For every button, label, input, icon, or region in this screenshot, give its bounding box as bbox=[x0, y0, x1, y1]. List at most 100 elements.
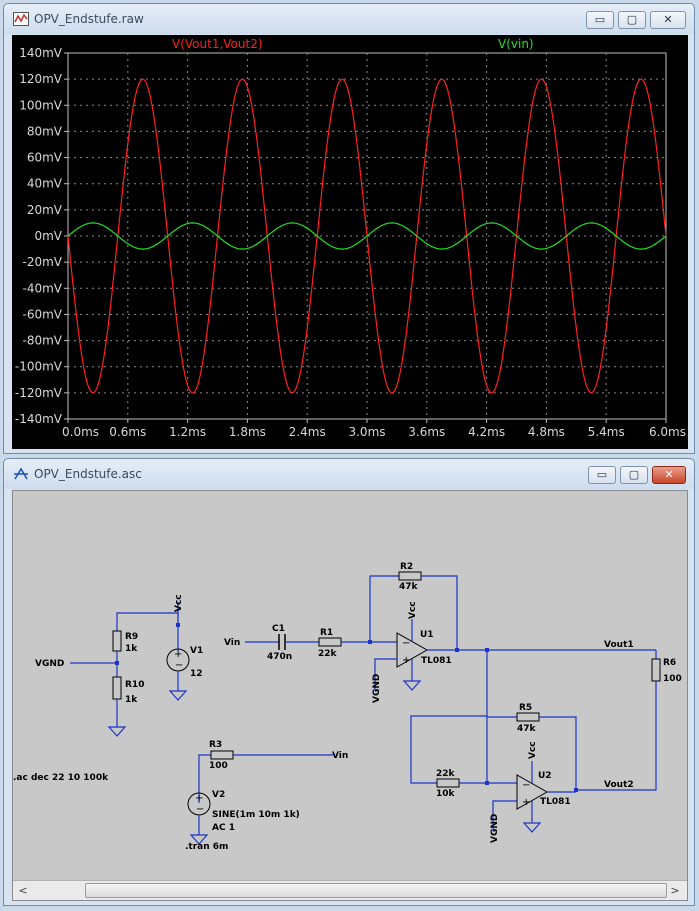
net-label-vcc: Vcc bbox=[174, 594, 184, 612]
waveform-app-icon bbox=[13, 12, 29, 26]
component-value-r5: 47k bbox=[517, 724, 537, 734]
ground-symbol-1 bbox=[107, 726, 127, 737]
wire-r2-right bbox=[421, 575, 458, 650]
svg-text:+: + bbox=[522, 797, 530, 808]
component-value-r9: 1k bbox=[125, 644, 138, 654]
wire-v2-r3 bbox=[198, 754, 211, 803]
component-name-r6: R6 bbox=[663, 658, 676, 668]
svg-text:−: − bbox=[175, 660, 183, 671]
ground-symbol-4 bbox=[522, 822, 542, 833]
scroll-left-icon[interactable]: < bbox=[18, 884, 28, 897]
component-name-r10: R10 bbox=[125, 680, 144, 690]
scroll-right-icon[interactable]: > bbox=[670, 884, 680, 897]
junction-dot bbox=[485, 781, 489, 785]
minimize-button[interactable]: ▭ bbox=[586, 11, 614, 29]
wire-vgnd3 bbox=[492, 800, 517, 831]
component-value-c1: 470n bbox=[267, 652, 292, 662]
resistor-r6 bbox=[651, 658, 661, 682]
svg-text:+: + bbox=[174, 649, 182, 660]
wire-r6-bottom bbox=[576, 681, 657, 791]
component-name-r2: R2 bbox=[400, 562, 413, 572]
minimize-button-2[interactable]: ▭ bbox=[588, 466, 616, 484]
waveform-chart[interactable]: 140mV120mV100mV80mV60mV40mV20mV0mV-20mV-… bbox=[12, 35, 688, 449]
y-tick-label: -40mV bbox=[23, 281, 63, 295]
legend-entry-1[interactable]: V(vin) bbox=[498, 37, 534, 51]
x-tick-label: 1.8ms bbox=[229, 425, 266, 439]
schematic-window: OPV_Endstufe.asc ▭ ▢ ✕ bbox=[3, 458, 695, 906]
y-tick-label: -20mV bbox=[23, 255, 63, 269]
component-value-v1: 12 bbox=[190, 669, 203, 679]
plot-window-titlebar[interactable]: OPV_Endstufe.raw ▭ ▢ ✕ bbox=[4, 4, 694, 34]
legend-entry-0[interactable]: V(Vout1,Vout2) bbox=[172, 37, 263, 51]
y-tick-label: -80mV bbox=[23, 334, 63, 348]
net-label-vin: Vin bbox=[224, 638, 240, 648]
junction-dot bbox=[455, 648, 459, 652]
net-label-vgnd: VGND bbox=[372, 674, 382, 703]
svg-text:−: − bbox=[522, 780, 530, 791]
close-icon: ✕ bbox=[664, 468, 674, 481]
component-name-r1: R1 bbox=[320, 628, 333, 638]
minimize-icon: ▭ bbox=[594, 13, 606, 26]
x-tick-label: 4.8ms bbox=[528, 425, 565, 439]
svg-text:−: − bbox=[196, 804, 204, 815]
component-name-u1: U1 bbox=[420, 630, 434, 640]
x-tick-label: 3.0ms bbox=[348, 425, 385, 439]
wire-r2-left bbox=[369, 575, 399, 642]
wire-vout1-to-u2 bbox=[410, 650, 488, 784]
component-ac-v2: AC 1 bbox=[212, 823, 235, 833]
scroll-thumb[interactable] bbox=[85, 883, 667, 898]
component-value-u1: TL081 bbox=[421, 656, 452, 666]
series-line-1 bbox=[67, 222, 667, 250]
junction-dot bbox=[115, 661, 119, 665]
resistor-r3 bbox=[210, 750, 234, 760]
y-tick-label: 40mV bbox=[27, 177, 63, 191]
x-tick-label: 2.4ms bbox=[289, 425, 326, 439]
schematic-app-icon bbox=[14, 467, 28, 480]
wire-r5-right bbox=[539, 716, 577, 790]
restore-button[interactable]: ▢ bbox=[618, 11, 646, 29]
opamp-u1 bbox=[396, 632, 429, 668]
resistor-r-input-u2 bbox=[436, 778, 460, 788]
restore-icon: ▢ bbox=[626, 13, 638, 26]
component-value-r2: 47k bbox=[399, 582, 419, 592]
component-name-v1: V1 bbox=[190, 646, 203, 656]
x-tick-label: 0.6ms bbox=[109, 425, 146, 439]
component-value-r-input-bottom: 10k bbox=[436, 789, 456, 799]
component-name-v2: V2 bbox=[212, 790, 225, 800]
restore-button-2[interactable]: ▢ bbox=[620, 466, 648, 484]
close-button[interactable]: ✕ bbox=[650, 11, 686, 29]
junction-dot bbox=[176, 623, 180, 627]
y-tick-label: 140mV bbox=[19, 46, 63, 60]
component-value-r6: 100 bbox=[663, 674, 682, 684]
schematic-drawing[interactable]: +− +− −+ −+ VGND Vcc R9 1k R10 1k V1 12 … bbox=[13, 491, 687, 880]
close-button-2[interactable]: ✕ bbox=[652, 466, 686, 484]
component-value-r10: 1k bbox=[125, 695, 138, 705]
resistor-r2 bbox=[398, 571, 422, 581]
component-value-v2: SINE(1m 10m 1k) bbox=[212, 810, 300, 820]
y-tick-label: 60mV bbox=[27, 151, 63, 165]
x-tick-label: 4.2ms bbox=[468, 425, 505, 439]
schematic-window-titlebar[interactable]: OPV_Endstufe.asc ▭ ▢ ✕ bbox=[4, 459, 694, 489]
ground-symbol-2 bbox=[168, 690, 188, 701]
component-value-r-input-top: 22k bbox=[436, 769, 456, 779]
x-tick-label: 5.4ms bbox=[588, 425, 625, 439]
component-name-c1: C1 bbox=[272, 624, 285, 634]
component-value-r3: 100 bbox=[209, 761, 228, 771]
component-value-u2: TL081 bbox=[540, 797, 571, 807]
resistor-r1 bbox=[318, 637, 342, 647]
schematic-canvas[interactable]: +− +− −+ −+ VGND Vcc R9 1k R10 1k V1 12 … bbox=[12, 490, 688, 901]
wire-vgnd2 bbox=[374, 658, 397, 691]
horizontal-scrollbar[interactable]: < > bbox=[13, 880, 687, 900]
net-label-vgnd: VGND bbox=[490, 814, 500, 843]
ground-symbol-5 bbox=[189, 834, 209, 845]
net-label-vout2: Vout2 bbox=[604, 780, 634, 790]
y-tick-label: 20mV bbox=[27, 203, 63, 217]
junction-dot bbox=[368, 640, 372, 644]
net-label-vin: Vin bbox=[332, 751, 348, 761]
close-icon: ✕ bbox=[663, 13, 673, 26]
y-tick-label: 0mV bbox=[34, 229, 62, 243]
net-label-vcc: Vcc bbox=[528, 741, 538, 759]
